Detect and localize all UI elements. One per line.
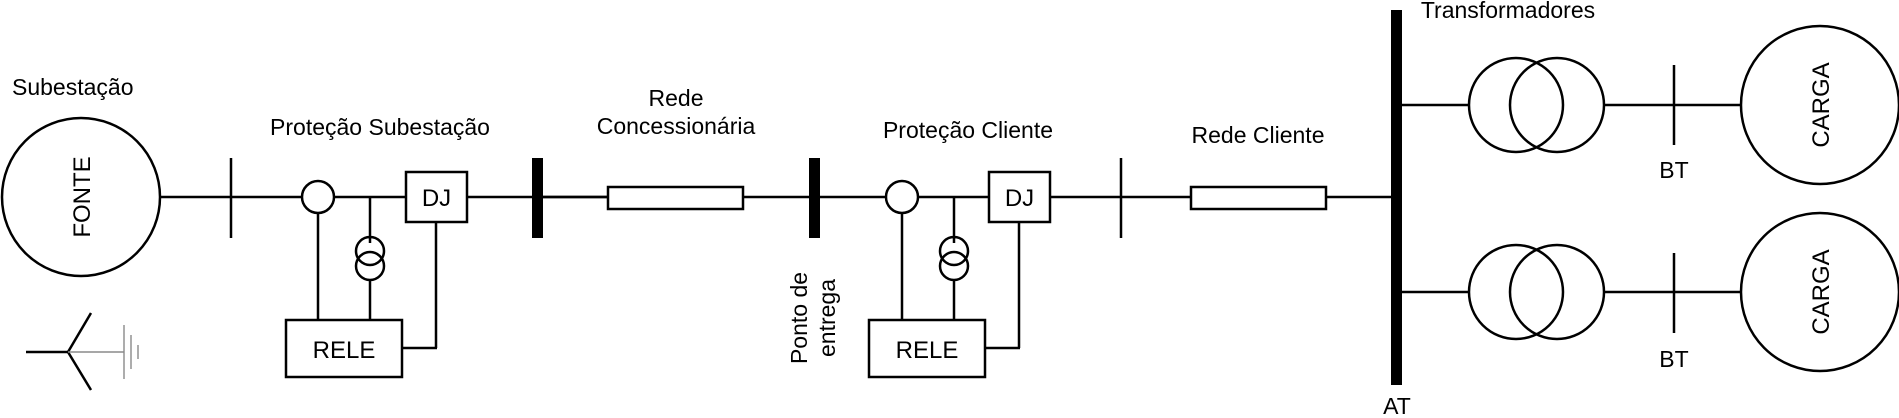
customer-breaker-label: DJ — [1005, 185, 1034, 212]
customer-relay-box — [867, 318, 987, 379]
upper-transformer-primary-coil — [1467, 56, 1565, 154]
substation-relay-label: RELE — [313, 337, 376, 364]
customer-network-line-impedance — [1189, 185, 1328, 211]
delivery-point-label-line1: Ponto de — [786, 272, 812, 364]
lower-load-label: CARGA — [1808, 249, 1835, 334]
customer-pt-coil-top — [938, 235, 970, 267]
upper-load-circle — [1739, 24, 1899, 186]
substation-ct-icon — [300, 179, 336, 215]
substation-relay-box — [284, 318, 404, 379]
source-label: FONTE — [69, 156, 96, 237]
customer-relay-label: RELE — [896, 337, 959, 364]
upper-transformer-secondary-coil — [1508, 56, 1606, 154]
customer-ct-icon — [884, 179, 920, 215]
upper-lv-label: BT — [1659, 157, 1688, 183]
hv-bus-label: AT — [1383, 393, 1411, 418]
substation-pt-coil-top — [354, 235, 386, 267]
hv-main-bus — [1391, 10, 1402, 385]
lower-transformer-primary-coil — [1467, 243, 1565, 341]
delivery-point-bus — [809, 158, 820, 238]
utility-network-title-line2: Concessionária — [597, 113, 756, 139]
substation-breaker-label: DJ — [422, 185, 451, 212]
customer-breaker-box — [987, 170, 1052, 224]
utility-network-line-impedance — [606, 185, 745, 211]
substation-title: Subestação — [12, 74, 133, 100]
upper-load-label: CARGA — [1808, 62, 1835, 147]
substation-protection-title: Proteção Subestação — [270, 114, 490, 140]
lower-lv-label: BT — [1659, 346, 1688, 372]
delivery-point-label-line2: entrega — [814, 279, 840, 357]
utility-network-title-line1: Rede — [649, 85, 704, 111]
substation-breaker-box — [404, 170, 469, 224]
substation-outlet-bus — [532, 158, 543, 238]
lower-transformer-secondary-coil — [1508, 243, 1606, 341]
transformers-title: Transformadores — [1421, 0, 1595, 23]
customer-protection-title: Proteção Cliente — [883, 117, 1053, 143]
lower-load-circle — [1739, 211, 1899, 373]
ground-symbol-icon — [26, 312, 139, 391]
customer-network-title: Rede Cliente — [1192, 122, 1325, 148]
